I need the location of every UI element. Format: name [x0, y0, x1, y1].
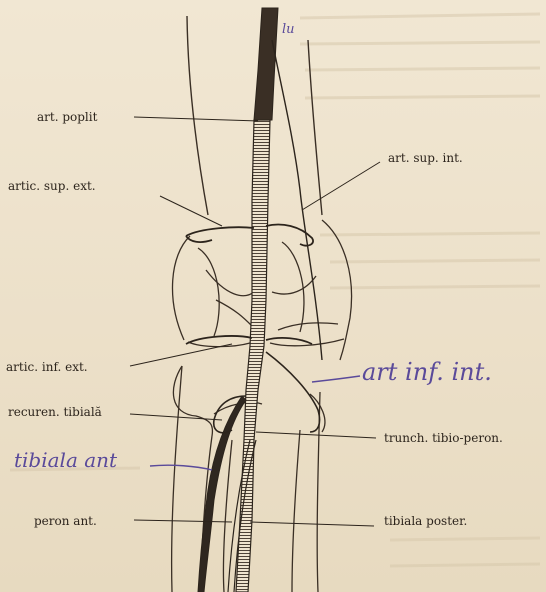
leader-artic-sup-ext: [160, 196, 222, 226]
label-art-poplit: art. poplit: [37, 110, 97, 124]
leader-art-sup-int: [302, 162, 380, 210]
leader-recuren-tibiala: [130, 414, 222, 420]
label-artic-sup-ext: artic. sup. ext.: [8, 179, 96, 193]
femoral-artery-top: [254, 8, 278, 120]
internal-descending-artery: [272, 40, 322, 360]
label-art-sup-int: art. sup. int.: [388, 151, 463, 165]
label-peron-ant: peron ant.: [34, 514, 97, 528]
label-recuren-tibiala: recuren. tibială: [8, 405, 102, 419]
leader-trunch-tibio-peron: [256, 432, 376, 438]
label-trunch-tibio-peron: trunch. tibio-peron.: [384, 431, 503, 445]
superior-articular-arcade: [186, 225, 313, 246]
bleed-through-text: [10, 14, 540, 566]
handwritten-corner-mark: lu: [282, 22, 295, 37]
handwritten-pointer-art-inf: [312, 376, 360, 382]
leader-tibiala-poster: [250, 522, 374, 526]
leader-artic-inf-ext: [130, 344, 232, 366]
label-tibiala-poster: tibiala poster.: [384, 514, 467, 528]
leader-peron-ant: [134, 520, 232, 522]
handwritten-art-inf-int: art inf. int.: [362, 358, 492, 386]
handwritten-tibiala-ant: tibiala ant: [14, 448, 117, 472]
handwritten-underline-tibiala: [150, 465, 212, 470]
label-artic-inf-ext: artic. inf. ext.: [6, 360, 88, 374]
leader-art-poplit: [134, 117, 258, 121]
